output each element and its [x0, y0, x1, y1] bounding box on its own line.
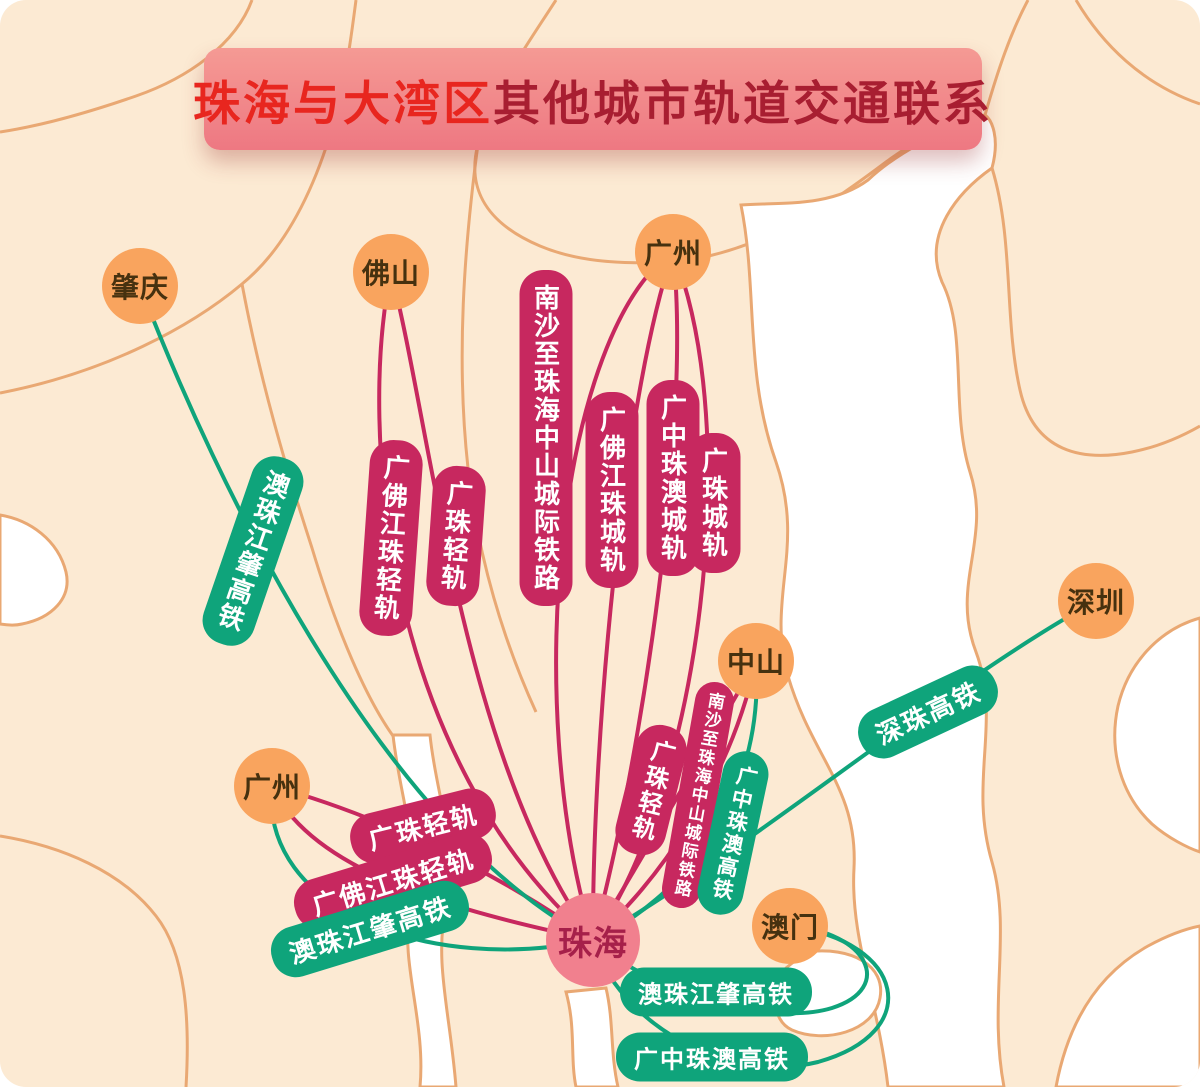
- city-zhaoqing: 肇庆: [102, 248, 178, 324]
- border-line: [990, 167, 1200, 457]
- rail-line-shenzhen-hsr: [591, 599, 1098, 942]
- city-guangzhou-west: 广州: [234, 748, 310, 824]
- water-river-south: [564, 986, 620, 1087]
- rail-line-zhaoqing-azjz-hsr: [138, 284, 595, 942]
- city-foshan: 佛山: [353, 234, 429, 310]
- water-estuary: [739, 113, 1006, 1087]
- border-line: [0, 834, 189, 1087]
- border-line: [240, 283, 398, 741]
- city-guangzhou-north: 广州: [635, 214, 711, 290]
- city-macau: 澳门: [752, 888, 828, 964]
- rail-line-guangzhou-gz: [591, 250, 710, 942]
- title-rest: 其他城市轨道交通联系: [493, 76, 993, 130]
- rail-label-nansha-intercity-a: 南沙至珠海中山城际铁路: [519, 270, 573, 606]
- rail-line-guangzhou-gzza: [591, 250, 680, 942]
- border-line: [460, 143, 538, 713]
- rail-label-gz-chenggui: 广珠城轨: [687, 433, 741, 573]
- rail-label-gzza-gaotie-b: 广中珠澳高铁: [616, 1032, 808, 1082]
- city-shenzhen: 深圳: [1058, 563, 1134, 639]
- water-sea-southeast: [1054, 924, 1200, 1087]
- water-lake-west: [0, 513, 69, 627]
- city-zhongshan: 中山: [718, 623, 794, 699]
- rail-label-gfjz-chenggui: 广佛江珠城轨: [585, 392, 639, 588]
- border-line: [1074, 0, 1200, 106]
- water-sea-east: [1113, 616, 1200, 854]
- border-line: [983, 0, 1030, 116]
- title-highlight: 珠海与大湾区: [193, 76, 493, 130]
- page-title: 珠海与大湾区 其他城市轨道交通联系: [193, 48, 990, 150]
- hub-zhuhai: 珠海: [546, 893, 640, 987]
- border-line: [0, 0, 254, 134]
- rail-label-azjz-gaotie-c: 澳珠江肇高铁: [620, 967, 812, 1017]
- rail-label-gz-qinggui-a: 广珠轻轨: [424, 464, 488, 608]
